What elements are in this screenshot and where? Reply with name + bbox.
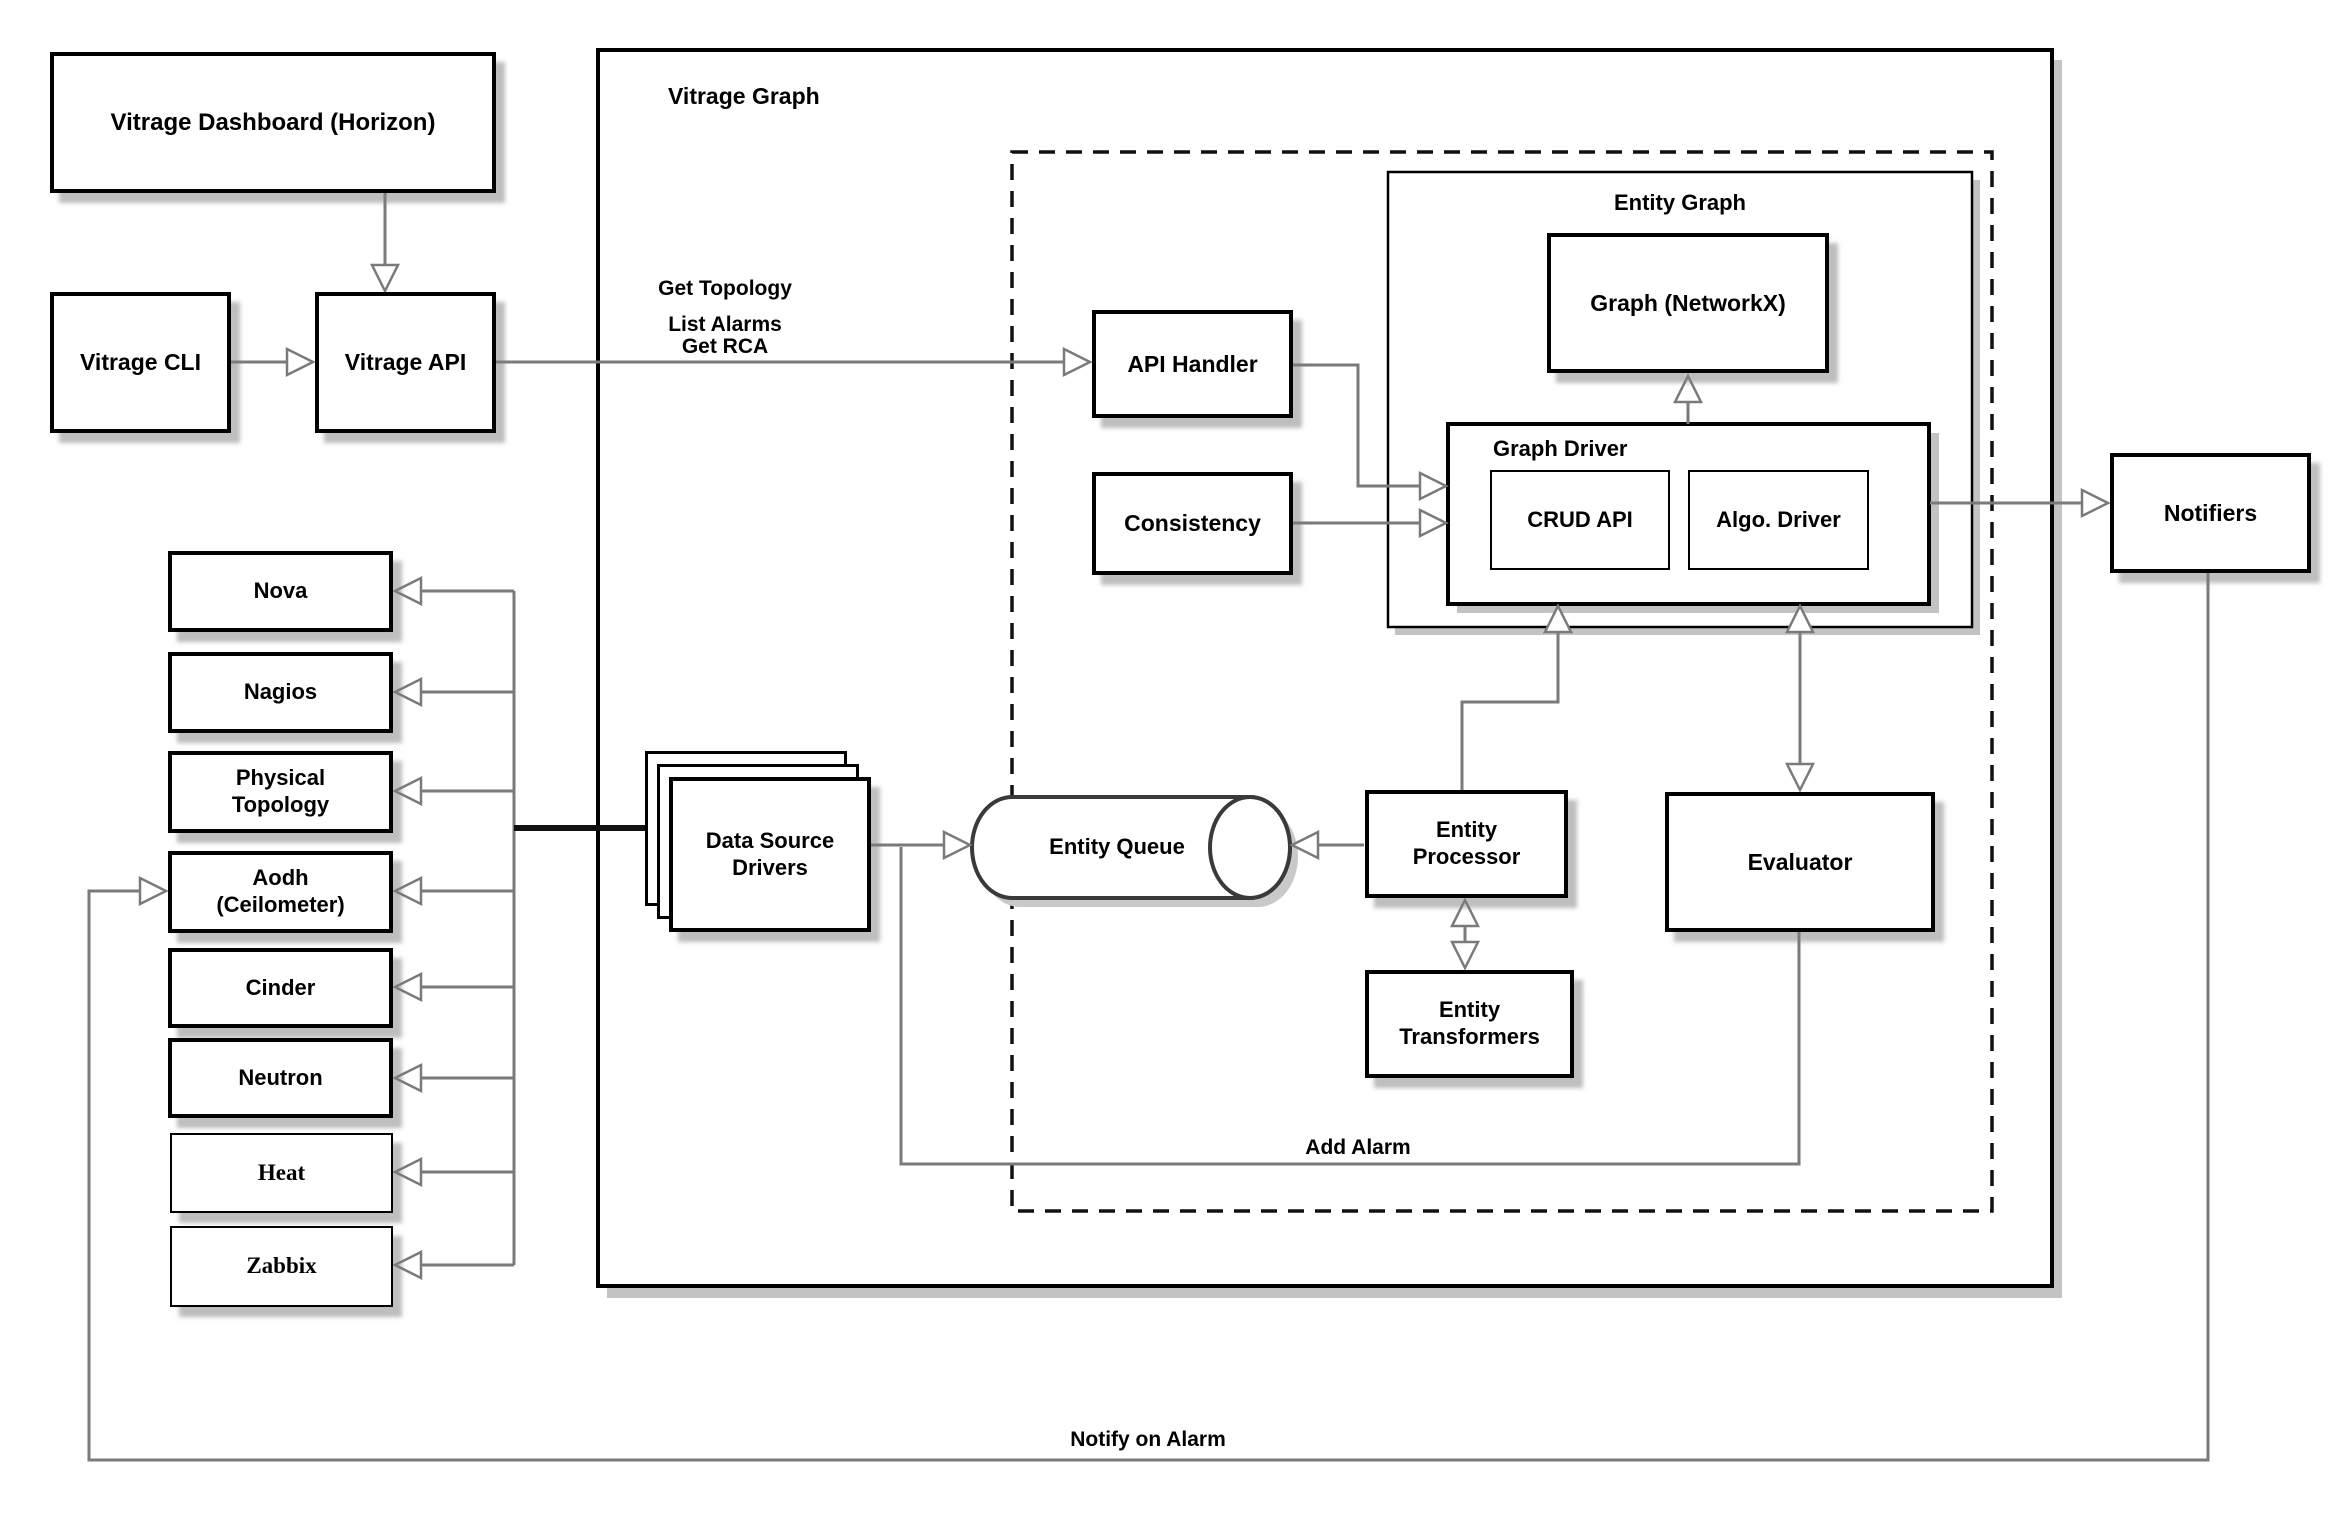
heat-label: Heat bbox=[257, 1159, 306, 1185]
vitrage-cli-label: Vitrage CLI bbox=[80, 349, 201, 376]
node-nova: Nova bbox=[168, 551, 393, 632]
node-zabbix: Zabbix bbox=[170, 1226, 393, 1307]
arrowhead-right-into-graph-driver-bottom bbox=[1418, 507, 1449, 539]
arrowhead-down-into-evaluator bbox=[1784, 762, 1816, 793]
arrowhead-right-into-graph-driver-top bbox=[1418, 470, 1449, 502]
consistency-label: Consistency bbox=[1124, 510, 1261, 537]
entity-transformers-label: Entity Transformers bbox=[1399, 997, 1540, 1049]
algo-driver-label: Algo. Driver bbox=[1716, 506, 1841, 532]
entity-queue-label: Entity Queue bbox=[1049, 834, 1185, 859]
arrowhead-up-into-crud-api bbox=[1542, 603, 1574, 634]
neutron-label: Neutron bbox=[238, 1064, 323, 1090]
arrowhead-left-into-cinder bbox=[392, 971, 423, 1003]
edge-evaluator-add-alarm bbox=[899, 847, 1801, 1166]
zabbix-label: Zabbix bbox=[246, 1253, 317, 1279]
edge-api-handler-to-graph-driver bbox=[1293, 363, 1421, 488]
arrowhead-left-into-neutron bbox=[392, 1062, 423, 1094]
arrowhead-up-into-algo-driver bbox=[1784, 603, 1816, 634]
get-topology-label: Get Topology bbox=[658, 277, 792, 300]
edge-entity-processor-to-crud-api bbox=[1460, 630, 1560, 790]
node-cinder: Cinder bbox=[168, 948, 393, 1028]
arrowhead-right-into-aodh-notify bbox=[138, 875, 169, 907]
arrowhead-down-into-entity-transformers bbox=[1449, 940, 1481, 971]
node-aodh: Aodh (Ceilometer) bbox=[168, 851, 393, 933]
arrowhead-left-into-physical-topology bbox=[392, 775, 423, 807]
nova-label: Nova bbox=[253, 578, 308, 604]
vitrage-graph-label: Vitrage Graph bbox=[668, 83, 820, 109]
arrowhead-right-into-api-handler bbox=[1062, 346, 1093, 378]
arrowhead-right-into-entity-queue bbox=[942, 829, 973, 861]
arrowhead-left-into-zabbix bbox=[392, 1249, 423, 1281]
data-source-drivers-label: Data Source Drivers bbox=[705, 827, 835, 880]
node-heat: Heat bbox=[170, 1133, 393, 1213]
arrowhead-up-into-entity-processor bbox=[1449, 897, 1481, 928]
notifiers-label: Notifiers bbox=[2163, 499, 2258, 526]
node-algo-driver: Algo. Driver bbox=[1688, 470, 1869, 570]
arrowhead-left-into-entity-queue bbox=[1289, 829, 1320, 861]
node-graph-networkx: Graph (NetworkX) bbox=[1547, 233, 1829, 373]
node-vitrage-api: Vitrage API bbox=[315, 292, 496, 433]
arrowhead-right-into-notifiers bbox=[2080, 487, 2111, 519]
arrowhead-left-into-heat bbox=[392, 1156, 423, 1188]
notify-on-alarm-label: Notify on Alarm bbox=[1070, 1428, 1226, 1451]
node-api-handler: API Handler bbox=[1092, 310, 1293, 418]
physical-topology-label: Physical Topology bbox=[231, 765, 330, 817]
node-physical-topology: Physical Topology bbox=[168, 751, 393, 833]
arrowhead-left-into-nagios bbox=[392, 676, 423, 708]
arrowhead-left-into-aodh bbox=[392, 875, 423, 907]
node-data-source-drivers: Data Source Drivers bbox=[669, 777, 871, 932]
entity-graph-label: Entity Graph bbox=[1613, 190, 1746, 215]
add-alarm-label: Add Alarm bbox=[1305, 1136, 1411, 1159]
node-entity-transformers: Entity Transformers bbox=[1365, 970, 1574, 1078]
crud-api-label: CRUD API bbox=[1527, 506, 1633, 532]
arrowhead-down-into-vitrage-api bbox=[369, 263, 401, 294]
node-nagios: Nagios bbox=[168, 652, 393, 733]
dashed-boundary bbox=[1010, 150, 1994, 1213]
edge-notifiers-notify-on-alarm bbox=[87, 573, 2210, 1462]
node-notifiers: Notifiers bbox=[2110, 453, 2311, 573]
get-rca-label: Get RCA bbox=[681, 335, 769, 358]
aodh-label: Aodh (Ceilometer) bbox=[216, 865, 345, 917]
graph-networkx-label: Graph (NetworkX) bbox=[1590, 289, 1786, 316]
vitrage-api-label: Vitrage API bbox=[344, 349, 467, 376]
node-evaluator: Evaluator bbox=[1665, 792, 1935, 932]
node-vitrage-dashboard: Vitrage Dashboard (Horizon) bbox=[50, 52, 496, 193]
arrowhead-left-into-nova bbox=[392, 575, 423, 607]
list-alarms-label: List Alarms bbox=[668, 313, 782, 336]
nagios-label: Nagios bbox=[243, 679, 318, 705]
node-entity-processor: Entity Processor bbox=[1365, 790, 1568, 898]
node-vitrage-cli: Vitrage CLI bbox=[50, 292, 231, 433]
entity-processor-label: Entity Processor bbox=[1412, 817, 1521, 869]
graph-driver-label: Graph Driver bbox=[1493, 436, 1628, 461]
arrowhead-right-into-vitrage-api bbox=[285, 346, 316, 378]
evaluator-label: Evaluator bbox=[1747, 848, 1853, 875]
cinder-label: Cinder bbox=[245, 974, 316, 1000]
node-consistency: Consistency bbox=[1092, 472, 1293, 575]
arrowhead-up-into-graph-networkx bbox=[1672, 373, 1704, 404]
node-crud-api: CRUD API bbox=[1490, 470, 1670, 570]
node-neutron: Neutron bbox=[168, 1038, 393, 1118]
api-handler-label: API Handler bbox=[1127, 350, 1258, 377]
entity-queue-cylinder bbox=[970, 795, 1298, 907]
vitrage-dashboard-label: Vitrage Dashboard (Horizon) bbox=[110, 108, 436, 136]
